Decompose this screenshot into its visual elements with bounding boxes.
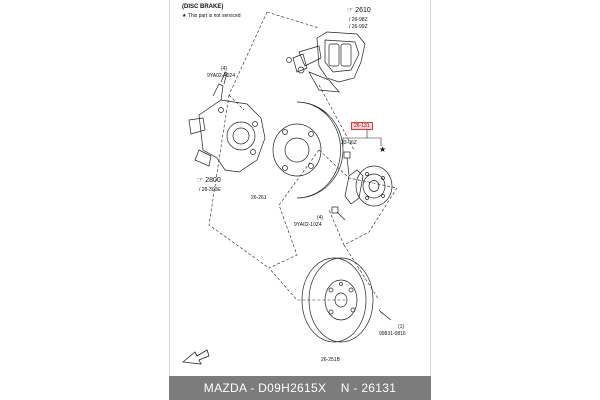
disc-screw xyxy=(378,309,392,321)
hub-callout-bracket xyxy=(342,130,382,146)
caption-bar: MAZDA - D09H2615X N - 26131 xyxy=(169,376,431,400)
hub-bearing xyxy=(344,165,393,207)
caption-text: MAZDA - D09H2615X N - 26131 xyxy=(203,381,397,395)
not-serviced-star-icon: ★ xyxy=(379,145,386,154)
diagram-panel: ★ (DISC BRAKE) ★ This part is not servic… xyxy=(169,0,431,376)
caliper-assembly xyxy=(286,31,366,93)
hub-part-number-highlight[interactable]: 26-131 xyxy=(351,122,373,130)
mid-bolt-quantity: (4) xyxy=(317,215,324,221)
top-bolt-part-number[interactable]: 9YA02-A024 xyxy=(207,73,235,79)
brake-disc-part-number[interactable]: 26-251B xyxy=(321,357,340,363)
knuckle-reference-sub: / 28-300E xyxy=(199,187,221,193)
top-bolt-quantity: (4) xyxy=(221,66,228,72)
hub-bolt xyxy=(343,151,351,176)
caliper-reference-sub1: / 26-98Z xyxy=(349,17,368,23)
screw-part-number[interactable]: 99831-0816 xyxy=(379,331,406,337)
leader-lines xyxy=(208,11,398,301)
dust-shield xyxy=(272,101,344,199)
caliper-reference[interactable]: ☞ 2610 xyxy=(347,7,371,14)
exploded-brake-diagram: ★ xyxy=(182,11,398,365)
knuckle xyxy=(188,71,266,173)
knuckle-reference[interactable]: ☞ 2800 xyxy=(197,177,221,184)
dust-shield-part-number[interactable]: 26-261 xyxy=(251,195,267,201)
panel-border-right xyxy=(430,0,431,376)
not-serviced-note: ★ This part is not serviced xyxy=(182,13,241,19)
lower-bolt xyxy=(331,206,346,221)
brake-disc xyxy=(301,257,374,343)
panel-border-left xyxy=(169,0,170,376)
front-arrow xyxy=(182,349,210,365)
hub-bolt-part-number[interactable]: 33-06Z xyxy=(341,140,357,146)
screw-quantity: (1) xyxy=(398,324,405,330)
section-title: (DISC BRAKE) xyxy=(182,4,224,10)
mid-bolt-part-number[interactable]: 9YA02-10Z4 xyxy=(294,222,322,228)
caliper-reference-sub2: / 26-99Z xyxy=(349,24,368,30)
